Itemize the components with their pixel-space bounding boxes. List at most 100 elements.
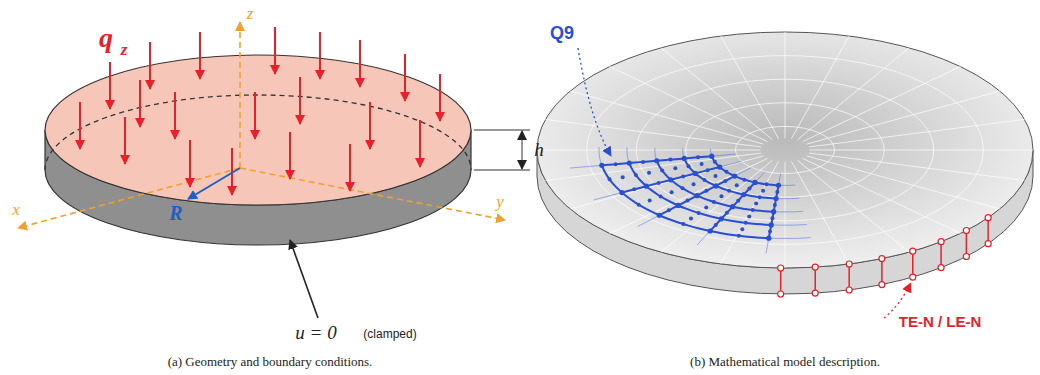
grid-ray xyxy=(806,156,999,209)
spring-node xyxy=(910,274,916,280)
mesh-node xyxy=(742,178,746,182)
spring-node xyxy=(985,241,991,247)
grid-ray xyxy=(570,91,763,144)
mesh-node xyxy=(669,158,673,162)
load-arrow xyxy=(289,132,291,179)
mesh-node xyxy=(673,166,677,170)
mesh-node xyxy=(713,174,717,178)
mesh-node xyxy=(632,187,636,191)
mesh-node xyxy=(761,189,765,193)
grid-ray xyxy=(806,91,999,144)
load-arrow xyxy=(199,32,201,79)
spring-node xyxy=(963,253,969,259)
model-label: TE-N / LE-N xyxy=(899,314,982,331)
mesh-node xyxy=(704,189,708,193)
disk-top xyxy=(45,55,471,205)
panel-b xyxy=(537,32,1033,318)
spring-node xyxy=(812,264,818,270)
spring-node xyxy=(846,287,852,293)
grid-ray xyxy=(791,161,849,264)
mesh-node xyxy=(694,193,699,198)
mesh-node xyxy=(752,180,757,185)
grid-ray xyxy=(809,119,1025,146)
spring-node xyxy=(778,265,784,271)
load-arrow xyxy=(439,74,441,121)
mesh-node xyxy=(773,196,778,201)
mesh-node xyxy=(740,227,744,231)
mesh-node xyxy=(769,222,774,227)
load-arrow xyxy=(349,144,351,191)
mesh-node xyxy=(614,162,618,166)
subfigure-caption: (b) Mathematical model description. xyxy=(690,355,880,369)
mesh-node xyxy=(693,171,698,176)
mesh-node xyxy=(637,203,641,207)
mesh-node xyxy=(707,228,712,233)
mesh-node xyxy=(696,155,700,159)
leader-arrow xyxy=(290,240,318,318)
mesh-node xyxy=(657,213,662,218)
mesh-node xyxy=(667,208,671,212)
load-arrow xyxy=(79,102,81,149)
mesh-node xyxy=(657,181,661,185)
mesh-line xyxy=(622,167,720,193)
mesh-node xyxy=(682,156,687,161)
mesh-node xyxy=(686,199,690,203)
mesh-node xyxy=(758,195,762,199)
spring-element xyxy=(912,251,914,277)
spring-node xyxy=(846,261,852,267)
spring-element xyxy=(940,242,942,268)
mesh-node xyxy=(670,190,674,194)
axis-line xyxy=(240,168,505,220)
mesh-node xyxy=(627,160,632,165)
axis-label: x xyxy=(12,201,20,220)
mesh-node xyxy=(735,183,739,187)
mesh-node xyxy=(766,236,771,241)
mesh-node xyxy=(724,170,728,174)
plate-top xyxy=(537,32,1033,268)
mesh-node xyxy=(692,182,696,186)
subfigure-caption: (a) Geometry and boundary conditions. xyxy=(168,355,373,369)
spring-element xyxy=(881,259,883,285)
mesh-node xyxy=(727,189,731,193)
mesh-node xyxy=(608,177,612,181)
element-label: Q9 xyxy=(550,24,574,44)
mesh-node xyxy=(768,230,772,234)
load-arrow xyxy=(124,117,126,164)
mesh-line xyxy=(659,176,734,215)
mesh-node xyxy=(723,179,727,183)
axis-line xyxy=(18,168,240,228)
mesh-node xyxy=(713,183,718,188)
mesh-node xyxy=(644,184,649,189)
mesh-node xyxy=(719,216,724,221)
mesh-node xyxy=(773,203,777,207)
mesh-node xyxy=(747,214,751,218)
axis-label: y xyxy=(496,193,504,212)
mesh-line xyxy=(712,156,779,185)
load-arrow xyxy=(254,92,256,139)
dimension-extension xyxy=(474,130,530,131)
radius-arrow xyxy=(188,168,240,199)
mesh-node xyxy=(713,160,717,164)
mesh-node xyxy=(719,194,723,198)
mesh-node xyxy=(776,183,781,188)
mesh-line xyxy=(602,156,712,165)
spring-node xyxy=(812,290,818,296)
grid-ray xyxy=(810,150,1033,151)
load-arrow xyxy=(174,92,176,139)
grid-ray xyxy=(661,48,773,140)
mesh-line xyxy=(599,147,811,239)
spring-node xyxy=(985,215,991,221)
mesh-node xyxy=(681,175,685,179)
thickness-label: h xyxy=(534,140,544,161)
spring-node xyxy=(938,265,944,271)
hidden-edge xyxy=(45,95,471,170)
load-subscript: z xyxy=(121,41,128,60)
mesh-node xyxy=(770,216,774,220)
mesh-node xyxy=(736,199,740,203)
mesh-node xyxy=(676,203,681,208)
mesh-node xyxy=(751,208,755,212)
mesh-node xyxy=(689,217,693,221)
